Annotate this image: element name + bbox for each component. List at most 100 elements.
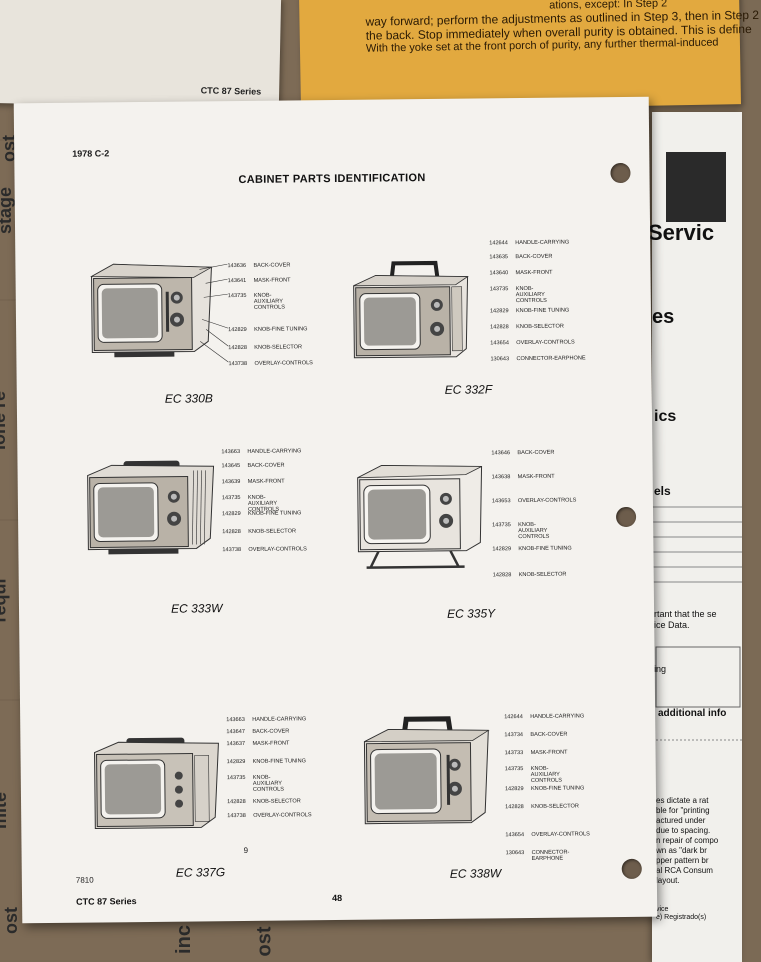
part-entry: 142829 KNOB-FINE TUNING xyxy=(227,758,306,765)
part-label: MASK-FRONT xyxy=(253,277,291,284)
part-entry: 143647 BACK-COVER xyxy=(226,728,289,735)
part-number: 143640 xyxy=(489,270,509,277)
part-number: 143738 xyxy=(222,546,242,554)
model-label: EC 338W xyxy=(449,866,502,881)
part-entry: 143640 MASK-FRONT xyxy=(489,270,552,277)
part-number: 143637 xyxy=(226,740,246,748)
part-number: 130643 xyxy=(505,850,525,857)
right-sheet-text: e) Registrado(s) xyxy=(656,914,707,921)
right-sheet-text: additional info xyxy=(658,708,727,719)
part-label: BACK-COVER xyxy=(252,728,290,735)
bg-word: ost xyxy=(1,907,21,934)
tv-drawing xyxy=(94,737,219,830)
part-label: KNOB-AUXILIARY CONTROLS xyxy=(518,521,550,541)
part-label: BACK-COVER xyxy=(517,449,555,457)
tv-illustration xyxy=(83,456,216,557)
right-sheet-text: ble for "printing xyxy=(656,806,710,815)
part-number: 143738 xyxy=(227,812,246,820)
right-sheet-text: vice xyxy=(656,906,669,913)
part-label: KNOB-FINE TUNING xyxy=(252,758,307,765)
bg-word: ione re xyxy=(0,390,10,451)
part-label: BACK-COVER xyxy=(247,462,285,469)
bg-word: requi xyxy=(0,578,10,623)
part-number: 143638 xyxy=(491,474,511,481)
stray-mark: 9 xyxy=(243,845,249,855)
bg-word: inc xyxy=(172,925,195,954)
model-label: EC 337G xyxy=(175,865,226,880)
part-label: KNOB-SELECTOR xyxy=(518,571,567,579)
footer-series: CTC 87 Series xyxy=(76,896,137,907)
part-number: 142829 xyxy=(226,758,246,766)
part-label: OVERLAY-CONTROLS xyxy=(516,339,575,347)
right-sheet-text: ice Data. xyxy=(654,620,690,630)
part-label: BACK-COVER xyxy=(530,731,568,738)
part-label: OVERLAY-CONTROLS xyxy=(517,497,577,505)
tv-illustration xyxy=(83,261,214,362)
part-number: 142829 xyxy=(489,308,509,315)
part-label: KNOB-FINE TUNING xyxy=(530,785,585,792)
part-number: 143647 xyxy=(226,728,246,736)
part-label: KNOB-AUXILIARY CONTROLS xyxy=(515,285,547,305)
right-sheet-text: layout. xyxy=(656,876,680,885)
part-label: KNOB-SELECTOR xyxy=(253,798,301,805)
part-label: KNOB-AUXILIARY CONTROLS xyxy=(253,292,286,311)
right-sheet-text: rtant that the se xyxy=(654,609,717,619)
sheet-series-label: CTC 87 Series xyxy=(200,85,262,97)
tv-illustration xyxy=(90,735,221,836)
part-number: 142644 xyxy=(489,240,508,247)
right-sheet-text: ing xyxy=(654,664,667,674)
part-label: MASK-FRONT xyxy=(530,749,568,756)
part-number: 143735 xyxy=(492,522,511,529)
right-sheet-text: actured under xyxy=(656,816,706,825)
bg-word: mite xyxy=(0,791,11,830)
part-number: 143733 xyxy=(504,750,524,757)
tv-drawing xyxy=(363,716,490,825)
part-entry: 142828 KNOB-SELECTOR xyxy=(493,572,567,579)
part-label: OVERLAY-CONTROLS xyxy=(253,812,312,819)
part-entry: 143733 MASK-FRONT xyxy=(505,750,568,757)
page-header: 1978 C-2 xyxy=(72,148,110,159)
part-number: 143635 xyxy=(489,254,509,261)
part-label: KNOB-AUXILIARY CONTROLS xyxy=(252,774,285,793)
tv-drawing xyxy=(87,460,215,555)
part-entry: 143735 KNOB-AUXILIARY CONTROLS xyxy=(492,522,562,541)
footer-code: 7810 xyxy=(75,875,94,885)
part-label: KNOB-FINE TUNING xyxy=(515,307,570,315)
model-label: EC 335Y xyxy=(447,606,496,621)
right-sheet-text: es xyxy=(652,306,675,328)
part-label: MASK-FRONT xyxy=(515,269,553,277)
part-label: KNOB-FINE TUNING xyxy=(254,326,308,333)
part-label: OVERLAY-CONTROLS xyxy=(254,360,313,367)
part-entry: 143738 OVERLAY-CONTROLS xyxy=(227,812,312,819)
part-number: 143735 xyxy=(504,766,524,773)
tv-drawing xyxy=(353,260,469,359)
right-sheet-text: al RCA Consum xyxy=(656,866,713,875)
part-number: 143653 xyxy=(491,498,511,505)
part-number: 143735 xyxy=(221,494,241,502)
right-sheet-text: ics xyxy=(654,408,677,425)
part-entry: 143653 OVERLAY-CONTROLS xyxy=(492,497,577,504)
part-number: 142828 xyxy=(492,572,512,579)
part-number: 142829 xyxy=(222,510,241,518)
